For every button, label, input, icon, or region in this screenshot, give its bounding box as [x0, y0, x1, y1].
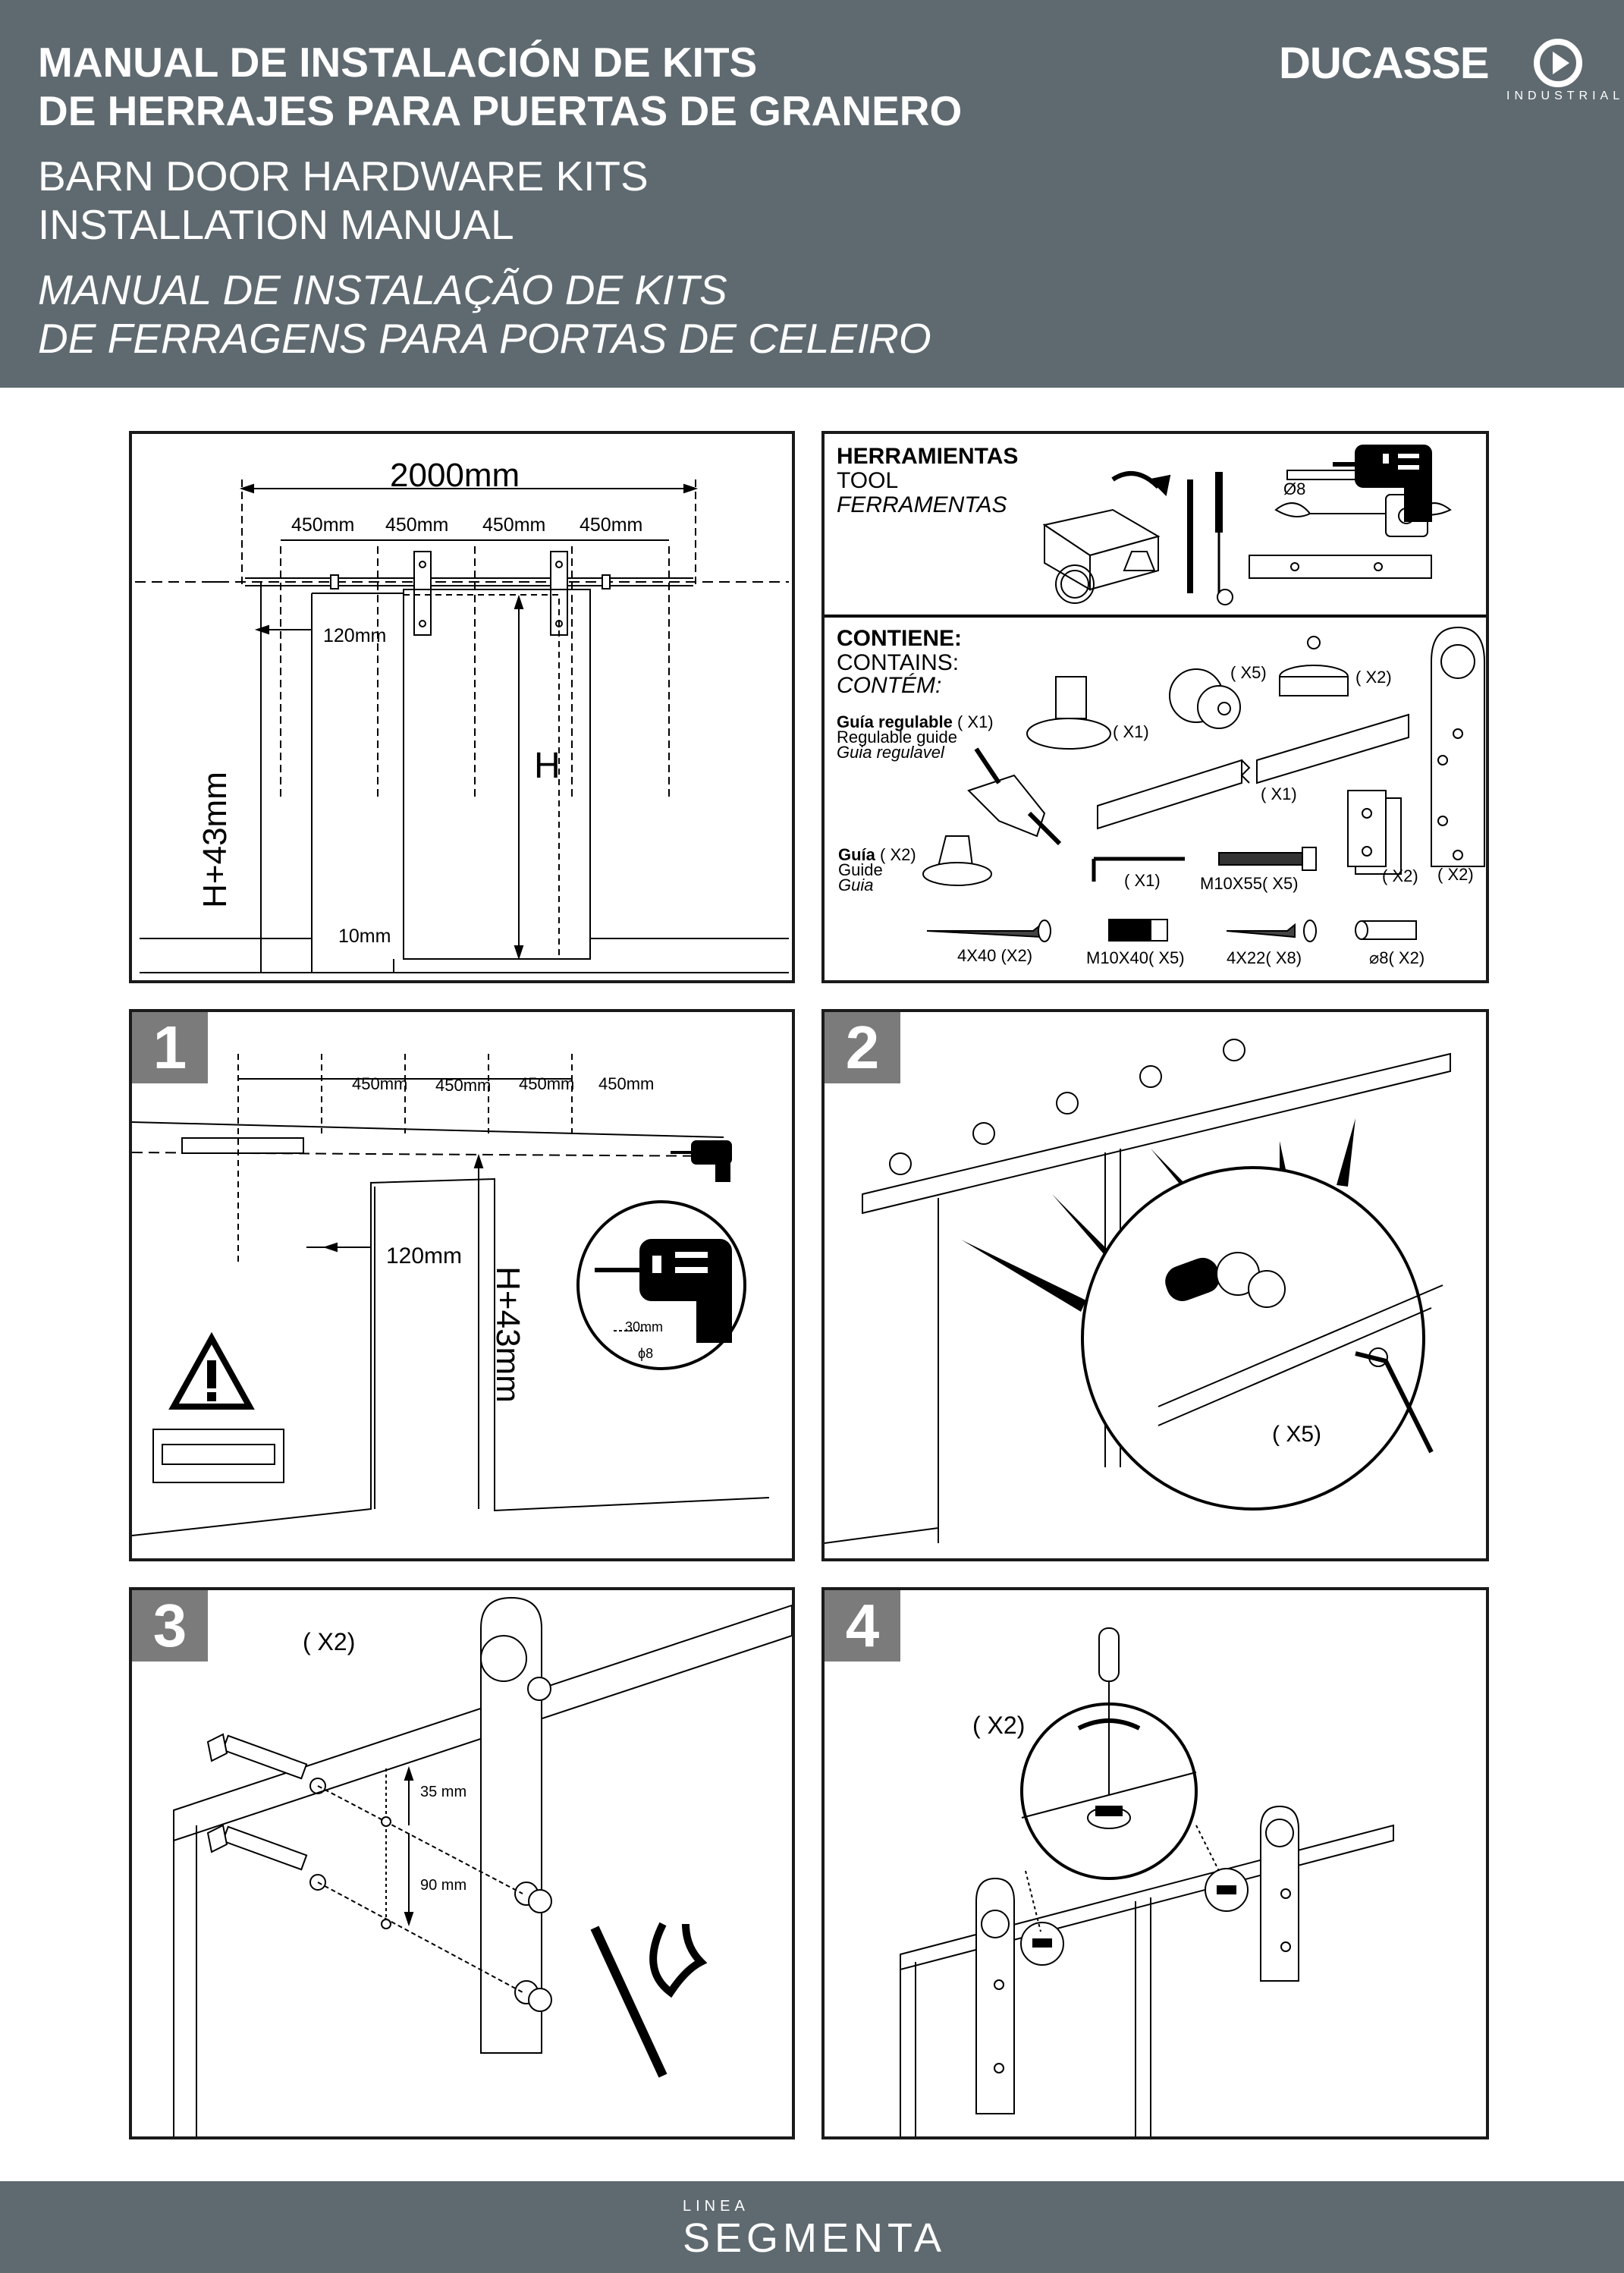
- spacer-qty: ( X5): [1230, 663, 1267, 682]
- step-number-2: 2: [825, 1012, 900, 1083]
- regulable-guide-pt: Guia regulavel: [837, 743, 944, 762]
- contents-title-pt: CONTÉM:: [837, 673, 942, 698]
- title-en-line2: INSTALLATION MANUAL: [38, 201, 514, 248]
- guide-es: Guía: [838, 845, 875, 864]
- step1-spacing-3: 450mm: [519, 1074, 575, 1093]
- drill-bit-label: Ø8: [1283, 479, 1306, 498]
- roller-stop-qty: ( X2): [1355, 668, 1392, 687]
- spacing-label-4: 450mm: [580, 514, 643, 536]
- step1-spacing-2: 450mm: [435, 1076, 492, 1095]
- step4-qty-label: ( X2): [972, 1712, 1026, 1739]
- brand-subtitle: INDUSTRIAL: [1506, 90, 1624, 102]
- spacing-label-1: 450mm: [291, 514, 355, 536]
- contents-title-en: CONTAINS:: [837, 650, 960, 675]
- guide-qty: ( X2): [880, 845, 916, 864]
- step-1-panel: 1 450mm 450mm 450mm 450mm 120mm H+43mm 3…: [129, 1009, 795, 1561]
- step-3-drawing: [173, 1596, 792, 2136]
- spacing-label-2: 450mm: [385, 514, 449, 536]
- tools-contents-drawing: [825, 445, 1486, 942]
- step1-spacing-4: 450mm: [598, 1074, 655, 1093]
- door-dimension-drawing: [135, 479, 789, 973]
- step1-offset-label: 120mm: [386, 1243, 463, 1269]
- step-number-3: 3: [132, 1590, 208, 1662]
- rail-qty: ( X1): [1261, 784, 1297, 803]
- anchor-qty: ⌀8( X2): [1369, 948, 1425, 967]
- regulable-guide-label: Guía regulable ( X1) Regulable guide Gui…: [837, 712, 994, 762]
- offset-label: 120mm: [323, 625, 387, 646]
- spacing-label-3: 450mm: [482, 514, 546, 536]
- footer-banner: LINEA SEGMENTA: [0, 2181, 1624, 2273]
- title-pt-line2: DE FERRAGENS PARA PORTAS DE CELEIRO: [38, 315, 931, 362]
- step2-qty-label: ( X5): [1272, 1422, 1322, 1447]
- play-logo-icon: [1534, 39, 1582, 87]
- step3-qty-label: ( X2): [303, 1628, 356, 1655]
- bracket-qty: ( X2): [1382, 866, 1418, 885]
- screw-4x40-qty: 4X40 (X2): [957, 946, 1033, 965]
- hanger-qty: ( X2): [1437, 865, 1474, 884]
- dimensions-panel: 2000mm 450mm 450mm 450mm 450mm 120mm H+4…: [129, 431, 795, 983]
- step-number-1: 1: [132, 1012, 208, 1083]
- short-bolt-qty: M10X40( X5): [1086, 948, 1185, 967]
- step1-spacing-1: 450mm: [352, 1074, 408, 1093]
- title-es-line1: MANUAL DE INSTALACIÓN DE KITS: [38, 39, 758, 86]
- stopper-qty: ( X1): [1113, 722, 1149, 741]
- floor-gap-label: 10mm: [338, 926, 391, 947]
- drill-icon: [1333, 445, 1432, 522]
- step-1-drawing: [132, 1054, 770, 1536]
- step1-height-label: H+43mm: [488, 1266, 526, 1403]
- title-pt-line1: MANUAL DE INSTALAÇÃO DE KITS: [38, 266, 727, 313]
- title-spanish: MANUAL DE INSTALACIÓN DE KITS DE HERRAJE…: [38, 38, 962, 135]
- hex-key-qty: ( X1): [1124, 871, 1161, 890]
- guide-en: Guide: [838, 860, 883, 879]
- footer-product-name: SEGMENTA: [683, 2215, 947, 2261]
- drill-bit-size-label: ϕ8: [638, 1346, 654, 1361]
- drill-depth-label: 30mm: [625, 1319, 664, 1335]
- step-2-drawing: [825, 1039, 1451, 1544]
- step3-dim-bottom: 90 mm: [420, 1877, 467, 1894]
- toolbox-icon: [1042, 471, 1171, 591]
- title-es-line2: DE HERRAJES PARA PUERTAS DE GRANERO: [38, 87, 963, 134]
- screw-4x22-qty: 4X22( X8): [1227, 948, 1302, 967]
- regulable-guide-es: Guía regulable: [837, 712, 953, 731]
- title-portuguese: MANUAL DE INSTALAÇÃO DE KITS DE FERRAGEN…: [38, 266, 931, 363]
- height-label: H+43mm: [196, 772, 234, 908]
- door-height-label: H: [534, 746, 561, 786]
- step-4-drawing: [900, 1627, 1394, 2136]
- title-en-line1: BARN DOOR HARDWARE KITS: [38, 152, 649, 200]
- regulable-guide-qty: ( X1): [956, 712, 994, 731]
- header-banner: MANUAL DE INSTALACIÓN DE KITS DE HERRAJE…: [0, 0, 1624, 388]
- tools-title-es: HERRAMIENTAS: [837, 444, 1019, 469]
- tools-contents-panel: HERRAMIENTAS TOOL FERRAMENTAS Ø8 CONTIEN…: [821, 431, 1489, 983]
- step-3-panel: 3 ( X2) 35 mm 90 mm: [129, 1587, 795, 2139]
- tools-title-pt: FERRAMENTAS: [837, 492, 1007, 517]
- guide-pt: Guia: [838, 876, 874, 894]
- title-english: BARN DOOR HARDWARE KITS INSTALLATION MAN…: [38, 152, 649, 249]
- regulable-guide-en: Regulable guide: [837, 728, 958, 747]
- step3-dim-top: 35 mm: [420, 1784, 467, 1800]
- tools-title-en: TOOL: [837, 468, 899, 493]
- total-width-label: 2000mm: [390, 457, 520, 494]
- long-bolt-qty: M10X55( X5): [1200, 874, 1299, 893]
- step-4-panel: 4 ( X2): [821, 1587, 1489, 2139]
- footer-line-label: LINEA: [683, 2198, 749, 2215]
- step-2-panel: 2 ( X5): [821, 1009, 1489, 1561]
- step-number-4: 4: [825, 1590, 900, 1662]
- contents-title-es: CONTIENE:: [837, 626, 962, 651]
- brand-logo: DUCASSE INDUSTRIAL: [1279, 38, 1619, 106]
- brand-name: DUCASSE: [1279, 39, 1490, 88]
- guide-label: Guía ( X2) Guide Guia: [838, 845, 916, 894]
